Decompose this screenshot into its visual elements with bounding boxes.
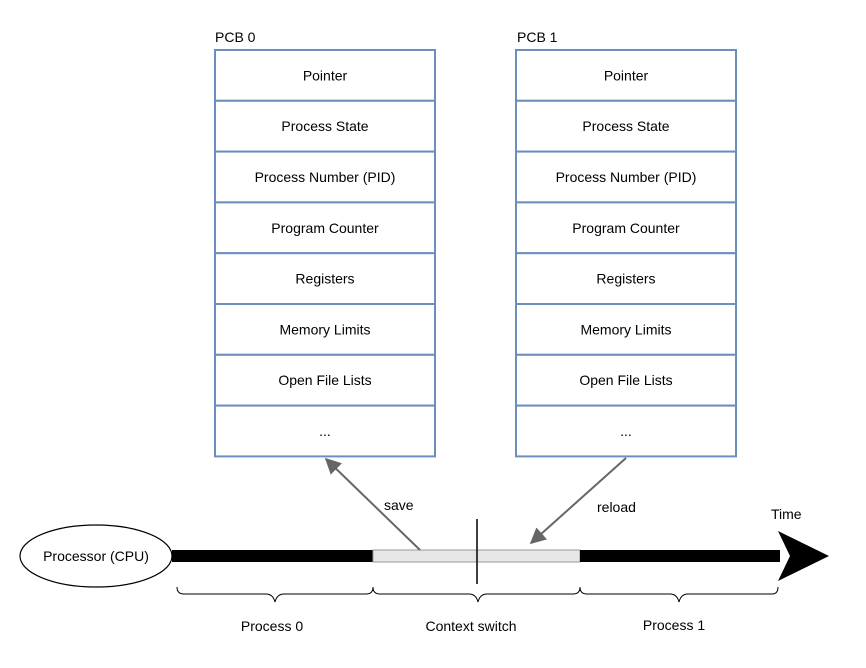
- pcb-0-title: PCB 0: [215, 29, 256, 45]
- reload-label: reload: [597, 499, 636, 515]
- processor-node: Processor (CPU): [19, 524, 173, 588]
- pcb-0-field-label: Pointer: [303, 67, 348, 83]
- pcb-1-title: PCB 1: [517, 29, 558, 45]
- segment-label-context-switch: Context switch: [425, 618, 516, 634]
- pcb-1-field-label: Memory Limits: [580, 321, 671, 337]
- pcb-1-field-label: Open File Lists: [579, 372, 672, 388]
- pcb-1-field-label: Process Number (PID): [556, 169, 697, 185]
- pcb-1-field-label: Process State: [582, 118, 669, 134]
- pcb-0-field-label: Registers: [295, 271, 354, 287]
- reload-arrow: reload: [529, 457, 636, 545]
- pcb-1-field-box: [515, 99, 737, 153]
- brace-context-switch: [372, 586, 581, 603]
- pcb-1-field-label: Program Counter: [572, 220, 680, 236]
- pcb-0-field-label: Process State: [281, 118, 368, 134]
- pcb-0-field-box: [214, 404, 436, 458]
- time-arrow-head: [778, 531, 829, 581]
- segment-label-process-1: Process 1: [643, 617, 705, 633]
- pcb-1-field-box: [515, 150, 737, 204]
- save-arrow: save: [324, 457, 421, 551]
- pcb-0-field-label: Memory Limits: [279, 321, 370, 337]
- pcb-1-field-box: [515, 404, 737, 458]
- segment-braces: Process 0 Context switch Process 1: [176, 586, 779, 634]
- pcb-0-field-box: [214, 49, 436, 102]
- time-label: Time: [771, 506, 802, 522]
- pcb-0-field-box: [214, 201, 436, 255]
- brace-process-0: [176, 586, 374, 603]
- pcb-0-field-label: ...: [319, 423, 331, 439]
- processor-ellipse: [19, 524, 173, 588]
- brace-process-1: [579, 586, 779, 603]
- pcb-1-field-label: Registers: [596, 271, 655, 287]
- pcb-0-field-box: [214, 99, 436, 153]
- pcb-1-field-label: ...: [620, 423, 632, 439]
- save-label: save: [384, 497, 414, 513]
- reload-arrow-line: [529, 457, 627, 545]
- segment-label-process-0: Process 0: [241, 618, 303, 634]
- timeline-bar-process-1: [580, 550, 780, 562]
- pcb-0-field-box: [214, 303, 436, 356]
- pcb-1-field-label: Pointer: [604, 67, 649, 83]
- pcb-1-field-box: [515, 303, 737, 356]
- pcb-0-field-label: Process Number (PID): [255, 169, 396, 185]
- timeline: Time: [172, 506, 829, 584]
- pcb-0-field-label: Open File Lists: [278, 372, 371, 388]
- processor-label: Processor (CPU): [43, 548, 149, 564]
- pcb-1-field-box: [515, 201, 737, 255]
- save-arrow-line: [324, 457, 421, 551]
- pcb-0-field-label: Program Counter: [271, 220, 379, 236]
- timeline-bar-process-0: [172, 550, 373, 562]
